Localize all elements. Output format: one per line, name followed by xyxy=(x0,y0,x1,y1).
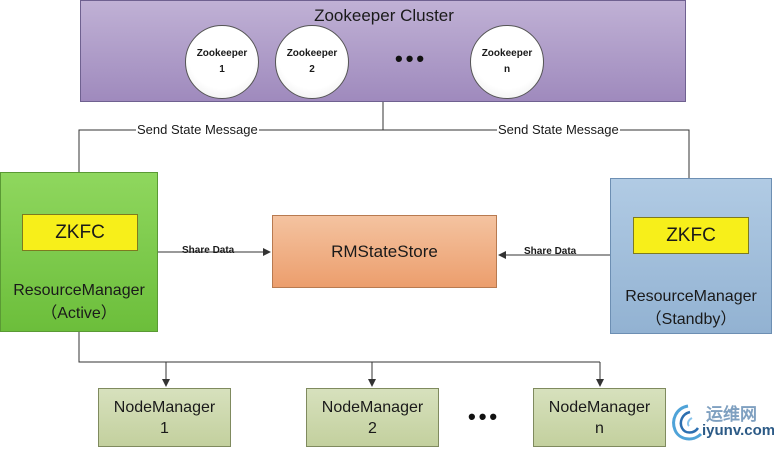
node-manager-1: NodeManager 1 xyxy=(98,388,231,447)
zookeeper-node-name: Zookeeper xyxy=(481,48,533,59)
resource-manager-active: ZKFC ResourceManager （Active） xyxy=(0,172,158,332)
node-manager-n: NodeManager n xyxy=(533,388,666,447)
node-manager-name: NodeManager xyxy=(321,398,424,416)
node-manager-name: NodeManager xyxy=(113,398,216,416)
zookeeper-node-1: Zookeeper 1 xyxy=(185,25,259,99)
node-manager-index: 1 xyxy=(160,419,169,437)
watermark-url-text: iyunv.com xyxy=(702,422,774,439)
resource-manager-name: ResourceManager xyxy=(625,288,757,305)
zookeeper-node-index: 2 xyxy=(309,64,315,75)
zookeeper-ellipsis: ••• xyxy=(395,46,428,71)
send-state-message-right-label: Send State Message xyxy=(497,122,620,137)
zkfc-standby: ZKFC xyxy=(633,217,749,254)
zookeeper-node-n: Zookeeper n xyxy=(470,25,544,99)
resource-manager-state: （Standby） xyxy=(645,311,737,328)
rm-state-store: RMStateStore xyxy=(272,215,497,288)
resource-manager-name: ResourceManager xyxy=(13,282,145,299)
resource-manager-active-label: ResourceManager （Active） xyxy=(1,279,157,325)
zookeeper-node-2: Zookeeper 2 xyxy=(275,25,349,99)
node-manager-index: 2 xyxy=(368,419,377,437)
zookeeper-node-name: Zookeeper xyxy=(196,48,248,59)
zookeeper-node-index: 1 xyxy=(219,64,225,75)
node-manager-ellipsis: ••• xyxy=(468,404,501,429)
resource-manager-standby: ZKFC ResourceManager （Standby） xyxy=(610,178,772,334)
share-data-right-label: Share Data xyxy=(524,246,577,257)
zkfc-active: ZKFC xyxy=(22,214,138,251)
nm-bus-line xyxy=(78,332,600,363)
watermark-logo: 运维网 iyunv.com xyxy=(668,398,774,448)
node-manager-name: NodeManager xyxy=(548,398,651,416)
swirl-logo-icon xyxy=(672,404,703,441)
share-data-left-label: Share Data xyxy=(182,245,235,256)
zookeeper-cluster-title: Zookeeper Cluster xyxy=(314,6,454,25)
send-state-message-left-label: Send State Message xyxy=(136,122,259,137)
node-manager-index: n xyxy=(595,419,604,437)
zookeeper-node-index: n xyxy=(503,64,511,75)
resource-manager-standby-label: ResourceManager （Standby） xyxy=(611,285,771,331)
node-manager-2: NodeManager 2 xyxy=(306,388,439,447)
zookeeper-cluster: Zookeeper Cluster Zookeeper 1 Zookeeper … xyxy=(80,0,686,102)
zookeeper-node-name: Zookeeper xyxy=(286,48,338,59)
resource-manager-state: （Active） xyxy=(41,305,117,322)
watermark-cn-text: 运维网 xyxy=(706,405,757,424)
